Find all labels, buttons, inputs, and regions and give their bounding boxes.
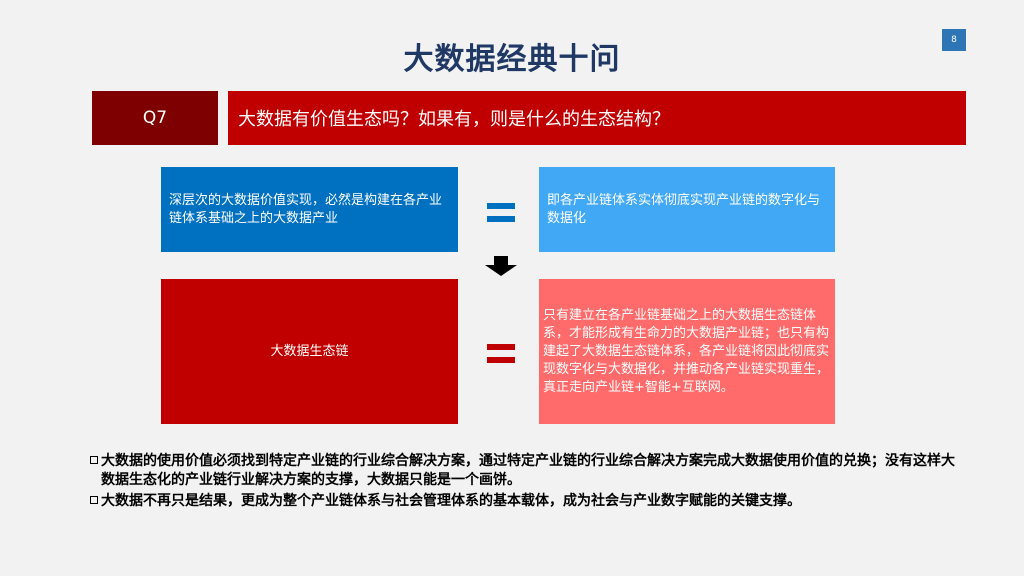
page-title: 大数据经典十问 (403, 42, 621, 77)
box-digitalization-text: 即各产业链体系实体彻底实现产业链的数字化与数据化 (547, 192, 821, 226)
bullet-text: 大数据不再只是结果，更成为整个产业链体系与社会管理体系的基本载体，成为社会与产业… (101, 493, 801, 509)
question-label: Q7 (92, 91, 218, 145)
page-number-badge: 8 (942, 29, 966, 51)
box-ecosystem-description-text: 只有建立在各产业链基础之上的大数据生态链体系，才能形成有生命力的大数据产业链；也… (543, 307, 830, 395)
box-ecosystem-description: 只有建立在各产业链基础之上的大数据生态链体系，才能形成有生命力的大数据产业链；也… (539, 279, 835, 424)
equals-icon-lower-bar (487, 216, 515, 222)
box-value-realization-text: 深层次的大数据价值实现，必然是构建在各产业链体系基础之上的大数据产业 (169, 192, 443, 226)
equals-icon-lower-bar (487, 357, 515, 363)
box-digitalization: 即各产业链体系实体彻底实现产业链的数字化与数据化 (539, 167, 835, 252)
bullet-text: 大数据的使用价值必须找到特定产业链的行业综合解决方案，通过特定产业链的行业综合解… (101, 453, 955, 488)
bullet-item: 大数据的使用价值必须找到特定产业链的行业综合解决方案，通过特定产业链的行业综合解… (90, 452, 960, 490)
bullet-item: 大数据不再只是结果，更成为整个产业链体系与社会管理体系的基本载体，成为社会与产业… (90, 492, 960, 511)
hollow-square-bullet-icon (90, 496, 98, 504)
equals-icon (487, 344, 515, 350)
box-ecosystem-chain-text: 大数据生态链 (270, 343, 349, 359)
bullet-list: 大数据的使用价值必须找到特定产业链的行业综合解决方案，通过特定产业链的行业综合解… (90, 452, 960, 513)
equals-icon (487, 203, 515, 209)
box-ecosystem-chain: 大数据生态链 (161, 279, 458, 424)
hollow-square-bullet-icon (90, 456, 98, 464)
arrow-down-icon (485, 256, 517, 276)
question-text: 大数据有价值生态吗？如果有，则是什么的生态结构？ (228, 91, 966, 145)
box-value-realization: 深层次的大数据价值实现，必然是构建在各产业链体系基础之上的大数据产业 (161, 167, 458, 252)
